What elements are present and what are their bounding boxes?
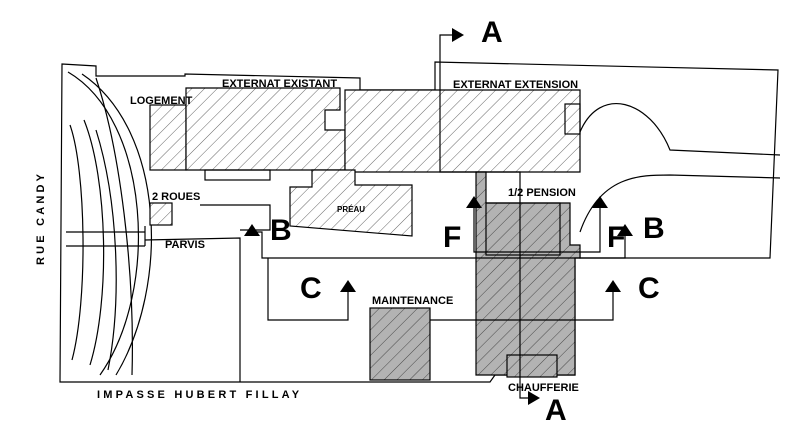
demi-pension-inner [485, 202, 561, 256]
externat-existant-label: EXTERNAT EXISTANT [222, 78, 337, 90]
section-f-right-label: F [607, 221, 625, 254]
chaufferie-label: CHAUFFERIE [508, 382, 579, 394]
section-a-top-label: A [481, 16, 503, 49]
section-b-right-label: B [643, 212, 665, 245]
parvis-line [144, 237, 241, 382]
section-f-left-label: F [443, 221, 461, 254]
street-left-label: RUE CANDY [35, 171, 47, 265]
externat-extension-label: EXTERNAT EXTENSION [453, 79, 578, 91]
section-line-a [439, 28, 540, 405]
street-bottom-label: IMPASSE HUBERT FILLAY [97, 389, 302, 401]
logement-label: LOGEMENT [130, 95, 193, 107]
section-a-bottom-label: A [545, 394, 567, 427]
access-road-upper [579, 103, 781, 156]
preau-building [289, 169, 413, 237]
logement-building [149, 104, 187, 171]
maintenance-label: MAINTENANCE [372, 295, 453, 307]
extension-bay [564, 103, 581, 135]
chaufferie-building [506, 354, 558, 378]
section-c-left-label: C [300, 272, 322, 305]
parvis-label: PARVIS [165, 239, 205, 251]
demi-pension-label: 1/2 PENSION [508, 187, 576, 199]
preau-label: PRÉAU [337, 205, 365, 214]
deux-roues-label: 2 ROUES [152, 191, 200, 203]
section-b-left-label: B [270, 214, 292, 247]
deux-roues-building [149, 202, 173, 226]
externat-existant-building [185, 87, 346, 171]
road-line-mid [200, 204, 271, 231]
access-road-lower [579, 174, 781, 233]
maintenance-building [369, 307, 431, 381]
externat-extension-building [344, 89, 581, 173]
section-line-b [244, 224, 633, 259]
entrance-ramps [66, 71, 153, 376]
section-line-f [466, 196, 608, 253]
section-line-c [267, 258, 621, 321]
externat-annex [204, 169, 271, 181]
section-c-right-label: C [638, 272, 660, 305]
